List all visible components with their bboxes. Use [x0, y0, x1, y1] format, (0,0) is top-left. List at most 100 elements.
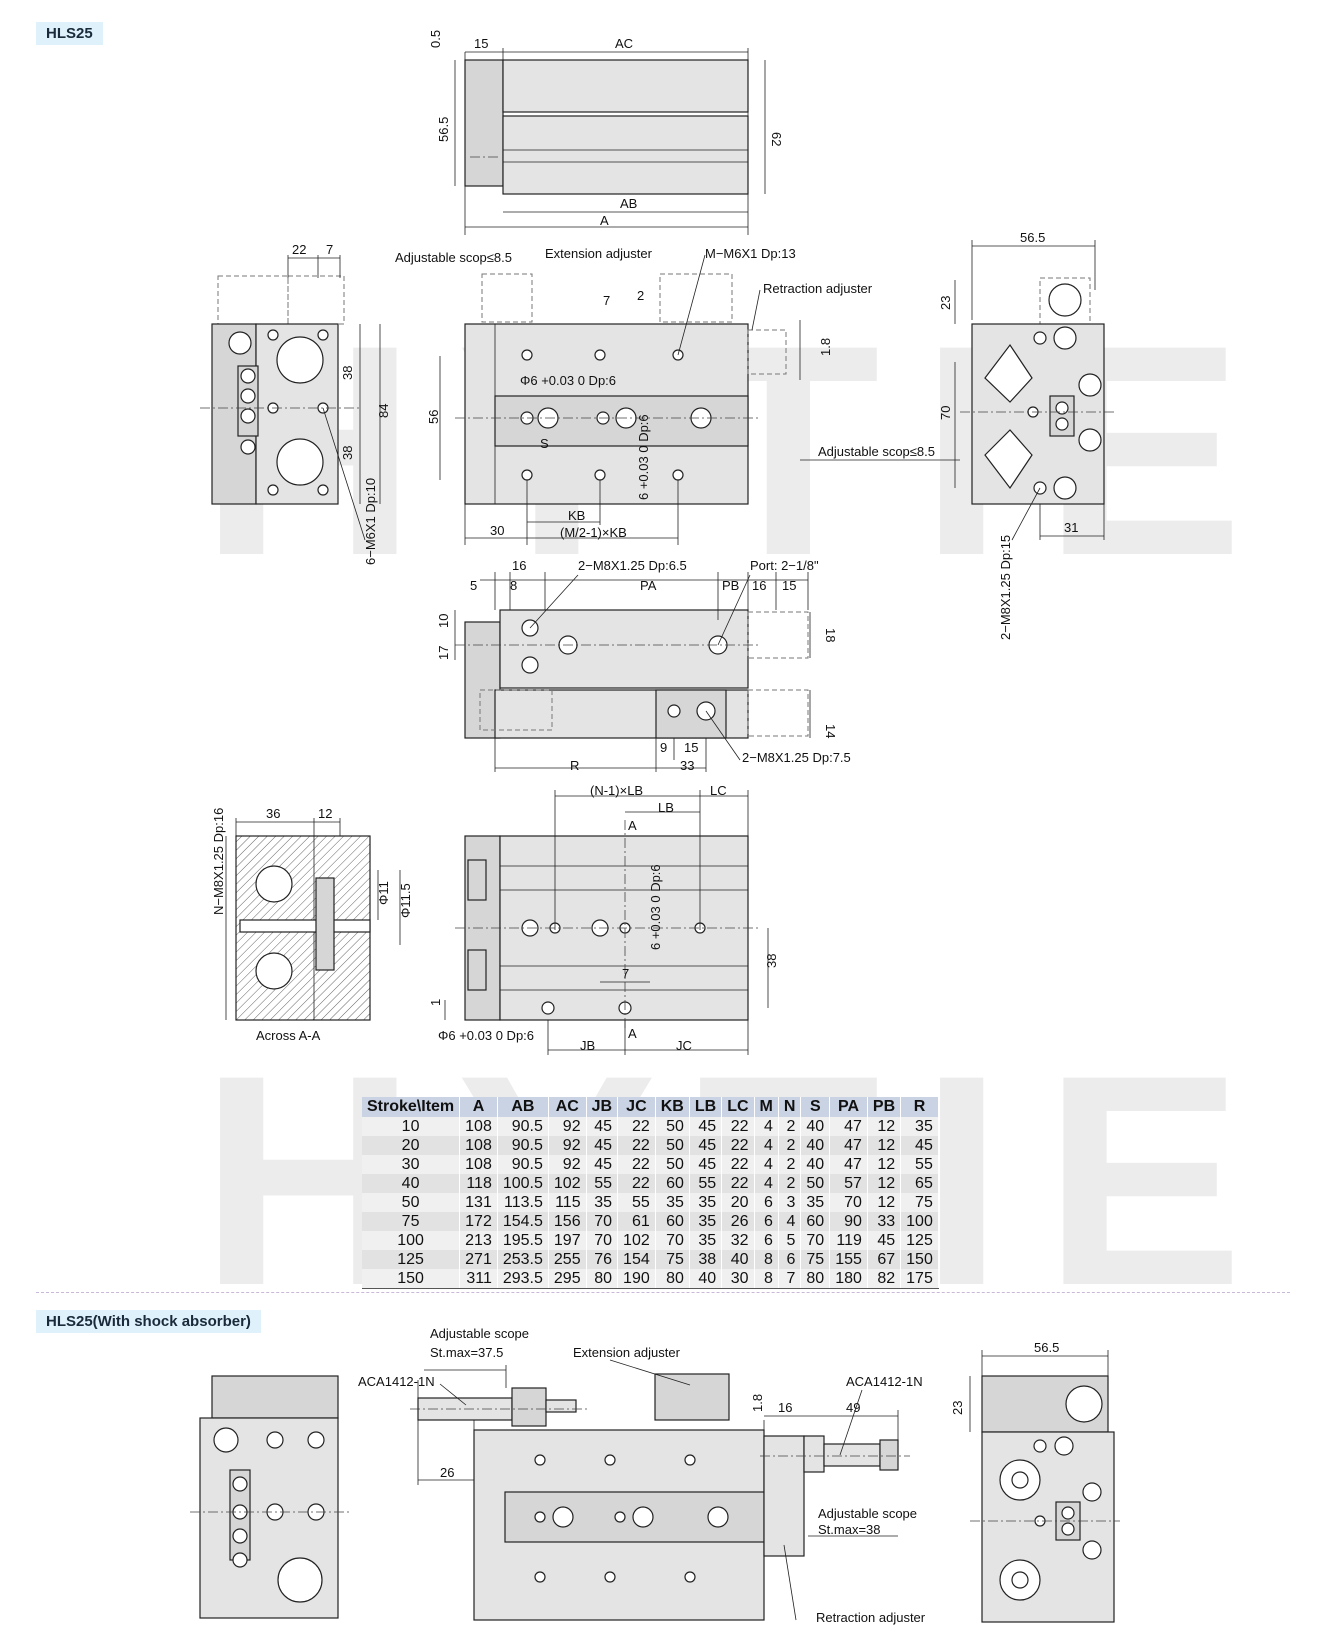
table-header-cell: PB [867, 1097, 902, 1117]
table-cell: 131 [459, 1193, 498, 1212]
table-cell: 30 [362, 1155, 461, 1174]
table-cell: 4 [754, 1155, 779, 1174]
table-cell: 50 [362, 1193, 461, 1212]
table-cell: 180 [829, 1269, 868, 1289]
table-cell: 108 [459, 1136, 498, 1155]
table-cell: 108 [459, 1155, 498, 1174]
note-2-m8-dp7-5: 2−M8X1.25 Dp:7.5 [742, 750, 851, 765]
table-cell: 5 [778, 1231, 802, 1250]
table-cell: 6 [754, 1231, 779, 1250]
table-cell: 102 [617, 1231, 656, 1250]
table-cell: 22 [617, 1117, 656, 1136]
label-adjustable-scope: Adjustable scope [430, 1326, 529, 1341]
table-cell: 50 [655, 1136, 690, 1155]
table-cell: 253.5 [497, 1250, 549, 1269]
dim-jc: JC [676, 1038, 692, 1053]
table-cell: 55 [586, 1174, 619, 1193]
note-2-m8-dp6-5: 2−M8X1.25 Dp:6.5 [578, 558, 687, 573]
table-cell: 119 [829, 1231, 868, 1250]
table-cell: 10 [362, 1117, 461, 1136]
table-header-cell: AB [497, 1097, 549, 1117]
table-cell: 65 [900, 1174, 939, 1193]
section-mark-a-bottom: A [628, 1026, 637, 1041]
table-cell: 100.5 [497, 1174, 549, 1193]
table-cell: 60 [655, 1174, 690, 1193]
top-view: 0.5 15 AC 56.5 62 AB A [428, 30, 784, 235]
table-cell: 7 [778, 1269, 802, 1289]
dim-38-top: 38 [340, 366, 355, 380]
label-stmax-38: St.max=38 [818, 1522, 881, 1537]
table-cell: 22 [721, 1174, 755, 1193]
table-cell: 26 [721, 1212, 755, 1231]
table-cell: 92 [548, 1117, 587, 1136]
table-cell: 35 [689, 1231, 723, 1250]
table-cell: 8 [754, 1250, 779, 1269]
table-cell: 35 [900, 1117, 939, 1136]
table-cell: 293.5 [497, 1269, 549, 1289]
label-adjustable-scope: Adjustable scop≤8.5 [395, 250, 512, 265]
table-cell: 22 [721, 1117, 755, 1136]
table-cell: 47 [829, 1136, 868, 1155]
dim-phi11: Φ11 [376, 881, 391, 905]
dim-30: 30 [490, 523, 504, 538]
dim-33: 33 [680, 758, 694, 773]
dim-7: 7 [603, 293, 610, 308]
dim-1: 1 [428, 999, 443, 1006]
table-cell: 57 [829, 1174, 868, 1193]
dim-s: S [540, 436, 549, 451]
dim-7: 7 [326, 242, 333, 257]
label-retraction-adjuster: Retraction adjuster [763, 281, 873, 296]
table-header-cell: S [800, 1097, 831, 1117]
table-cell: 50 [655, 1155, 690, 1174]
table-cell: 40 [800, 1117, 831, 1136]
dim-56-5: 56.5 [1020, 230, 1045, 245]
table-cell: 271 [459, 1250, 498, 1269]
dim-16: 16 [512, 558, 526, 573]
table-cell: 2 [778, 1155, 802, 1174]
shock-front-view: Adjustable scope St.max=37.5 Extension a… [358, 1326, 926, 1625]
table-cell: 45 [867, 1231, 902, 1250]
table-header-cell: R [900, 1097, 939, 1117]
table-cell: 12 [867, 1193, 902, 1212]
table-cell: 50 [655, 1117, 690, 1136]
shock-side-view-left [190, 1375, 350, 1619]
table-cell: 175 [900, 1269, 939, 1289]
table-cell: 6 [778, 1250, 802, 1269]
dim-22: 22 [292, 242, 306, 257]
table-cell: 2 [778, 1136, 802, 1155]
table-cell: 75 [362, 1212, 461, 1231]
dim-phi11-5: Φ11.5 [398, 883, 413, 918]
side-view-left: 22 7 38 84 38 6−M6X1 Dp:10 [200, 242, 391, 565]
front-view: Adjustable scop≤8.5 Extension adjuster M… [395, 246, 960, 545]
dim-49: 49 [846, 1400, 860, 1415]
table-cell: 92 [548, 1136, 587, 1155]
table-cell: 100 [900, 1212, 939, 1231]
table-header-cell: A [459, 1097, 498, 1117]
table-header-cell: JC [617, 1097, 656, 1117]
dim-12: 12 [318, 806, 332, 821]
dim-jb: JB [580, 1038, 595, 1053]
table-cell: 45 [586, 1155, 619, 1174]
table-cell: 76 [586, 1250, 619, 1269]
dim-18: 18 [823, 628, 838, 642]
table-cell: 113.5 [497, 1193, 549, 1212]
dim-38-bottom: 38 [340, 446, 355, 460]
label-aca1412-right: ACA1412-1N [846, 1374, 923, 1389]
table-cell: 90.5 [497, 1136, 549, 1155]
dim-23: 23 [938, 296, 953, 310]
dim-ac: AC [615, 36, 633, 51]
section-divider [36, 1292, 1290, 1293]
table-cell: 22 [617, 1174, 656, 1193]
dim-lc: LC [710, 783, 727, 798]
dim-9: 9 [660, 740, 667, 755]
